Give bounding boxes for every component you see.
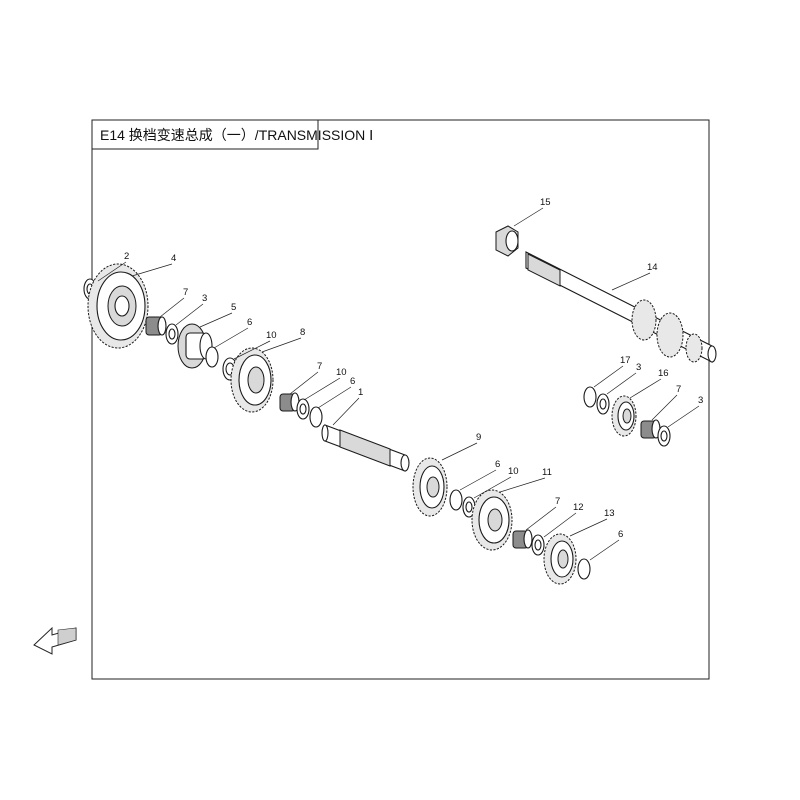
callout-7d: 7 (676, 384, 681, 395)
callout-12: 12 (573, 502, 584, 513)
callout-7a: 7 (183, 287, 188, 298)
part-6-circlip-d (577, 558, 591, 580)
part-7-bearing-c (512, 529, 533, 549)
part-16-gear (611, 395, 637, 437)
callout-16: 16 (658, 368, 669, 379)
callout-10a: 10 (266, 330, 277, 341)
callout-4: 4 (171, 253, 176, 264)
callout-13: 13 (604, 508, 615, 519)
callout-6b: 6 (350, 376, 355, 387)
callout-3c: 3 (698, 395, 703, 406)
part-12-washer (531, 534, 545, 556)
part-4-gear (87, 263, 149, 349)
callout-1: 1 (358, 387, 363, 398)
callout-6d: 6 (618, 529, 623, 540)
callout-2: 2 (124, 251, 129, 262)
callout-3b: 3 (636, 362, 641, 373)
part-7-bearing-b (279, 392, 300, 412)
sheet-border (91, 119, 710, 680)
callout-14: 14 (647, 262, 658, 273)
part-13-gear (543, 533, 577, 585)
diagram-title: E14 换档变速总成（一）/TRANSMISSION Ⅰ (100, 127, 373, 143)
part-7-bearing-d (640, 419, 661, 439)
callout-10c: 10 (508, 466, 519, 477)
part-3-washer-b (596, 393, 610, 415)
callout-7c: 7 (555, 496, 560, 507)
part-15-nut (495, 225, 519, 257)
part-6-circlip-b (309, 406, 323, 428)
callout-17: 17 (620, 355, 631, 366)
part-9-gear (412, 457, 448, 517)
title-box (91, 119, 319, 150)
front-arrow-icon (33, 626, 77, 655)
part-1-main-shaft (321, 424, 410, 472)
part-14-counter-shaft (525, 251, 717, 363)
leader-lines (97, 207, 700, 561)
part-11-gear (471, 489, 513, 551)
part-6-circlip-a (205, 346, 219, 368)
callout-3a: 3 (202, 293, 207, 304)
callout-6a: 6 (247, 317, 252, 328)
part-3-washer-c (657, 425, 671, 447)
part-3-washer-a (165, 323, 179, 345)
callout-5: 5 (231, 302, 236, 313)
callout-15: 15 (540, 197, 551, 208)
part-8-gear (230, 347, 274, 413)
callout-7b: 7 (317, 361, 322, 372)
callout-6c: 6 (495, 459, 500, 470)
callout-8: 8 (300, 327, 305, 338)
part-7-bearing-a (145, 316, 167, 336)
part-17-circlip (583, 386, 597, 408)
callout-9: 9 (476, 432, 481, 443)
part-10-washer-c (462, 496, 476, 518)
part-10-washer-b (296, 398, 310, 420)
callout-11: 11 (542, 467, 552, 478)
part-6-circlip-c (449, 489, 463, 511)
callout-10b: 10 (336, 367, 347, 378)
